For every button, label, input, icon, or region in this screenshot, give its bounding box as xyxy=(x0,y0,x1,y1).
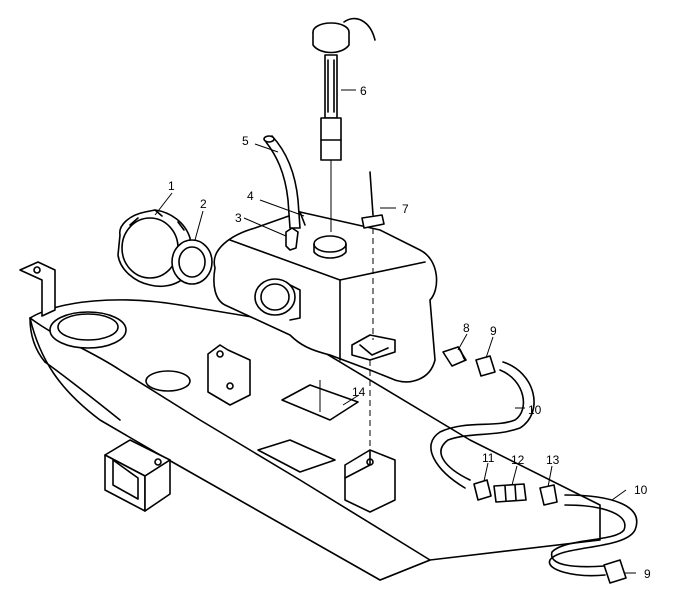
callout-3: 3 xyxy=(235,211,242,225)
callout-2: 2 xyxy=(200,197,207,211)
callout-1: 1 xyxy=(168,179,175,193)
fitting-part-8 xyxy=(442,346,467,367)
leader-lines xyxy=(154,89,636,574)
gasket-part-2 xyxy=(171,239,213,285)
clamp-part-11 xyxy=(473,479,492,501)
callout-13: 13 xyxy=(546,453,560,467)
callout-4: 4 xyxy=(247,189,254,203)
callout-10b: 10 xyxy=(634,483,648,497)
oil-tank-part-4 xyxy=(213,211,438,383)
filter-part-12 xyxy=(493,483,527,503)
callout-14: 14 xyxy=(352,385,366,399)
callout-9a: 9 xyxy=(490,324,497,338)
callout-8: 8 xyxy=(463,321,470,335)
hose-part-10-lower xyxy=(548,494,638,577)
frame-assembly xyxy=(19,261,601,581)
callout-labels: 1 2 3 4 5 6 7 8 9 10 11 12 13 10 14 9 xyxy=(168,84,651,581)
callout-6: 6 xyxy=(360,84,367,98)
pad-part-14 xyxy=(281,380,359,421)
clamp-part-9-lower xyxy=(603,559,627,584)
vent-hose-part-5 xyxy=(263,135,301,229)
callout-5: 5 xyxy=(242,134,249,148)
callout-12: 12 xyxy=(511,453,525,467)
clamp-part-9 xyxy=(475,355,496,377)
callout-10a: 10 xyxy=(528,403,542,417)
clamp-part-13 xyxy=(539,484,558,506)
callout-11: 11 xyxy=(482,451,495,465)
dipstick-part-6 xyxy=(312,17,376,232)
hose-part-10-upper xyxy=(430,361,535,489)
sensor-part-7 xyxy=(361,171,385,340)
callout-7: 7 xyxy=(402,202,409,216)
callout-9b: 9 xyxy=(644,567,651,581)
